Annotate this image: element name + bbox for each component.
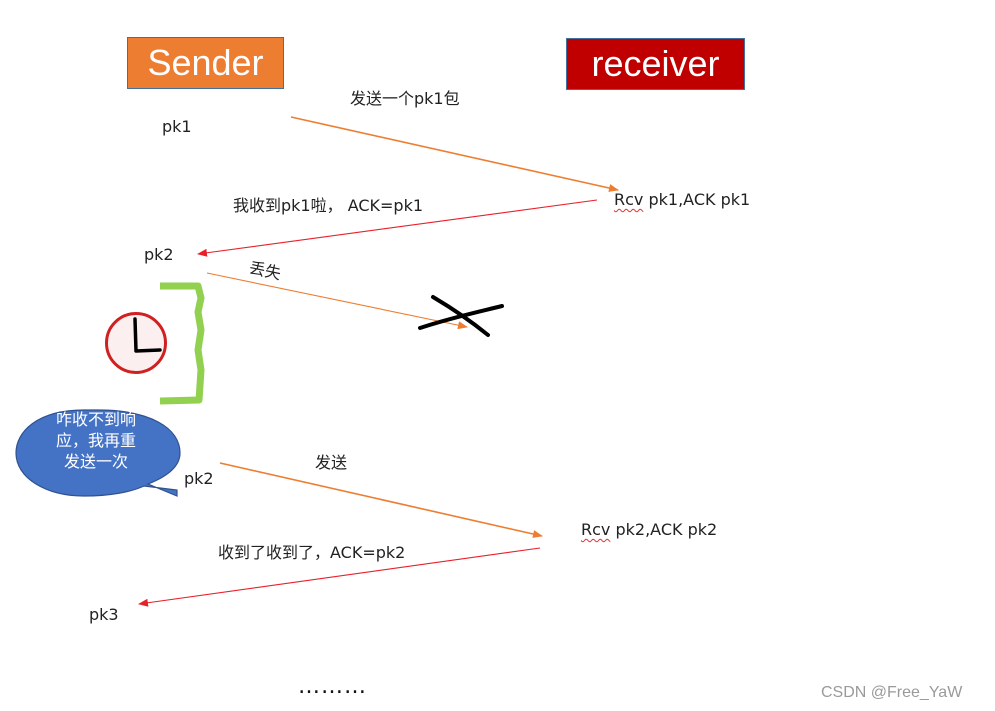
note-text: pk1,ACK pk1 [643, 190, 751, 209]
timeout-speech-bubble [15, 409, 181, 497]
packet-pk1-label: pk1 [162, 117, 192, 136]
resend-label: 发送 [315, 453, 348, 472]
watermark: CSDN @Free_YaW [821, 684, 963, 701]
timer-bracket [159, 282, 205, 405]
receiver-note-pk1: Rcv pk1,ACK pk1 [614, 192, 750, 208]
ack-pk1-arrow [197, 199, 598, 257]
receiver-box: receiver [566, 38, 745, 90]
ellipsis: ……… [298, 674, 367, 699]
ack-pk1-label: 我收到pk1啦， ACK=pk1 [233, 196, 424, 215]
packet-pk2-retry-label: pk2 [184, 469, 214, 488]
packet-pk2-label: pk2 [144, 245, 174, 264]
send-pk1-label: 发送一个pk1包 [350, 89, 460, 108]
sender-box: Sender [127, 37, 284, 89]
lost-pk2-arrow [206, 272, 468, 330]
clock-icon [105, 312, 167, 374]
timeout-bubble-text: 咋收不到响应，我再重发送一次 [55, 410, 136, 471]
send-pk1-arrow [290, 116, 619, 192]
rcv-text: Rcv [581, 520, 611, 539]
note-text: pk2,ACK pk2 [610, 520, 718, 539]
packet-pk3-label: pk3 [89, 605, 119, 624]
rcv-text: Rcv [614, 190, 644, 209]
ack-pk2-arrow [138, 547, 541, 607]
resend-pk2-arrow [219, 462, 543, 538]
lost-cross-icon [418, 295, 504, 337]
ack-pk2-label: 收到了收到了，ACK=pk2 [218, 543, 406, 562]
receiver-note-pk2: Rcv pk2,ACK pk2 [581, 522, 717, 538]
